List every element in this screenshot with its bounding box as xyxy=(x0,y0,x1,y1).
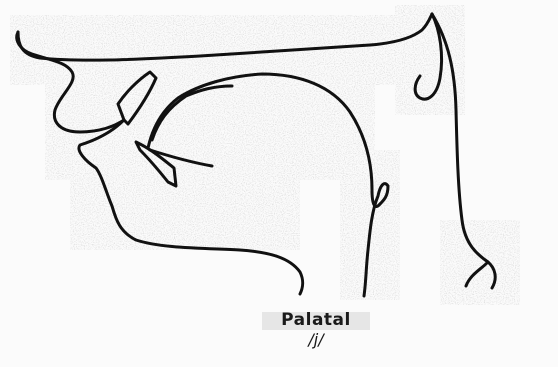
figure-caption: Palatal /j/ xyxy=(262,312,370,349)
caption-place-label: Palatal xyxy=(262,312,370,330)
photocopy-noise xyxy=(10,5,520,305)
caption-phoneme-label: /j/ xyxy=(262,332,370,349)
